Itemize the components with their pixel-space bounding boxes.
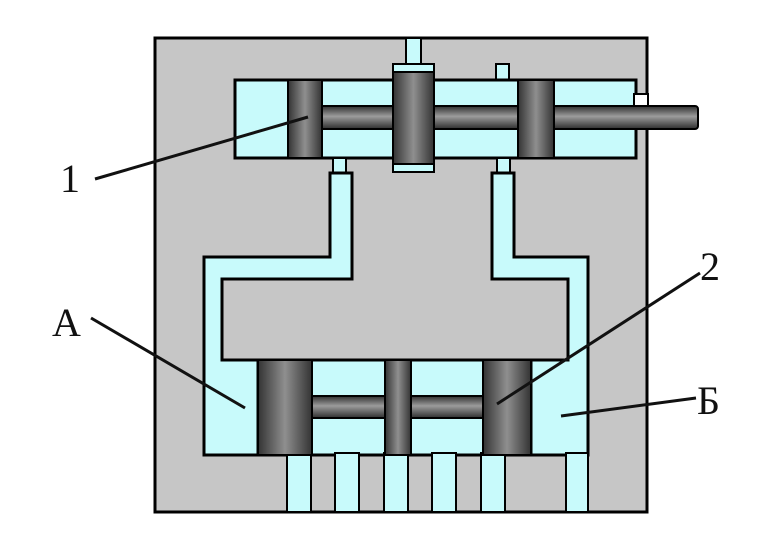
- leader-line-2: [496, 271, 701, 406]
- pilot-rod-exit-notch: [633, 93, 649, 107]
- label-port-a: А: [52, 300, 81, 345]
- leader-line-a: [90, 316, 246, 410]
- main-valve: [256, 358, 589, 513]
- outlet-port-4: [431, 452, 457, 513]
- main-piston-left: [257, 359, 313, 456]
- outlet-port-3: [383, 452, 409, 513]
- label-port-b: Б: [697, 378, 720, 423]
- pilot-spool-rod: [319, 105, 699, 130]
- leader-line-1: [94, 115, 309, 181]
- main-piston-right: [482, 359, 532, 456]
- leader-lines: [90, 115, 701, 418]
- outlet-port-1: [286, 452, 312, 513]
- leader-line-b: [560, 396, 697, 418]
- label-pilot-valve: 1: [60, 156, 80, 201]
- outlet-port-5: [480, 452, 506, 513]
- pilot-spool-land-right: [517, 79, 555, 159]
- outlet-port-6: [565, 452, 589, 513]
- pilot-valve: [233, 37, 699, 175]
- pilot-top-stub-left: [405, 37, 422, 67]
- label-main-valve: 2: [700, 244, 720, 289]
- main-piston-middle: [384, 359, 412, 456]
- outlet-port-2: [334, 452, 360, 513]
- pilot-spool-land-middle: [392, 71, 435, 165]
